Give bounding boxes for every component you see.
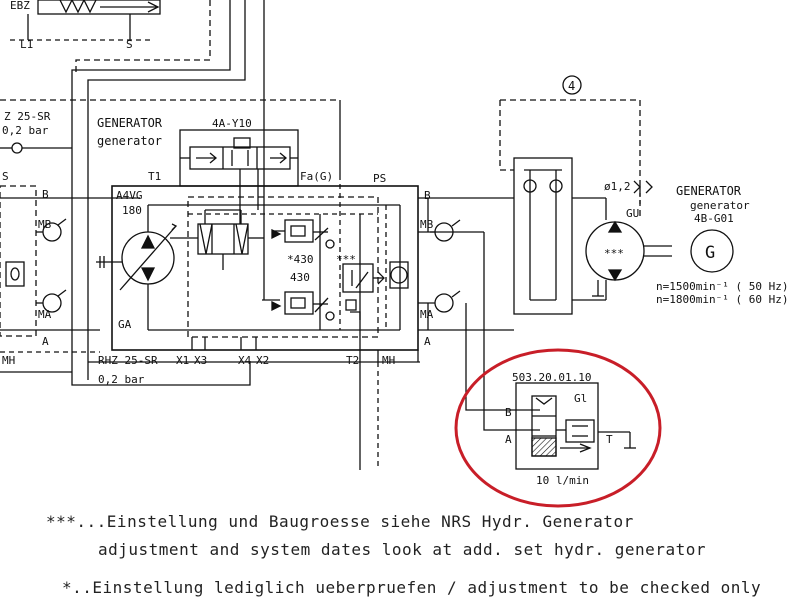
label-stars: ***	[336, 253, 356, 266]
label-gen-symbol: G	[705, 243, 715, 263]
ebz-component	[10, 0, 161, 41]
label-ps: PS	[373, 172, 386, 185]
label-speed-50: n=1500min⁻¹ ( 50 Hz)	[656, 280, 788, 293]
reference-circle	[562, 75, 582, 95]
label-port-b: B	[424, 189, 431, 202]
label-x4: X4	[238, 354, 252, 367]
label-size-180: 180	[122, 204, 142, 217]
label-port-a: A	[424, 335, 431, 348]
label-top-s: S	[126, 38, 133, 51]
label-left-ma: MA	[38, 308, 52, 321]
relief-valve-upper	[271, 219, 335, 249]
hydraulic-pump-icon	[96, 223, 178, 291]
label-t2: T2	[346, 354, 359, 367]
footnote-line-1: ***...Einstellung und Baugroesse siehe N…	[46, 512, 634, 531]
label-t1: T1	[148, 170, 161, 183]
label-fa-g: Fa(G)	[300, 170, 333, 183]
label-left-s: S	[2, 170, 9, 183]
label-left-mh: MH	[2, 354, 15, 367]
label-mh: MH	[382, 354, 395, 367]
main-lines	[88, 197, 540, 470]
label-gen-right-en: generator	[690, 199, 750, 212]
label-gen-title-de: GENERATOR	[97, 116, 163, 130]
label-left-b: B	[42, 188, 49, 201]
flushing-valve-503	[515, 382, 636, 470]
relief-valve-lower	[271, 291, 335, 321]
left-pump-fragment	[0, 185, 140, 373]
label-gen-right-de: GENERATOR	[676, 184, 742, 198]
label-part-number: 503.20.01.10	[512, 371, 591, 384]
label-gen-title-en: generator	[97, 134, 162, 148]
label-ga: GA	[118, 318, 132, 331]
label-valve-tag: 4A-Y10	[212, 117, 252, 130]
label-t-small: T	[606, 433, 613, 446]
pressure-gauge-ma	[418, 290, 461, 313]
pressure-cutoff-valve	[342, 263, 385, 320]
label-left-mb: MB	[38, 218, 52, 231]
label-mb: MB	[420, 218, 434, 231]
label-set-430-star: *430	[287, 253, 314, 266]
pilot-lines-top	[0, 0, 641, 386]
label-top-l1: L1	[20, 38, 33, 51]
label-ma: MA	[420, 308, 434, 321]
label-left-a: A	[42, 335, 49, 348]
label-rhz-bottom-2: 0,2 bar	[98, 373, 145, 386]
label-motor-stars: ***	[604, 247, 624, 260]
label-a-small: A	[505, 433, 512, 446]
label-circle-number: 4	[568, 79, 575, 93]
footnote-line-2: adjustment and system dates look at add.…	[98, 540, 706, 559]
check-valves-internal	[385, 205, 409, 330]
hydraulic-motor-icon	[585, 180, 672, 297]
label-rhz-left-2: 0,2 bar	[2, 124, 49, 137]
label-gl: Gl	[574, 392, 587, 405]
label-gu: GU	[626, 207, 639, 220]
label-rhz-bottom-1: RHZ 25-SR	[98, 354, 158, 367]
label-flow: 10 l/min	[536, 474, 589, 487]
label-x2: X2	[256, 354, 269, 367]
internal-lines	[147, 130, 401, 350]
highlight-ellipse	[454, 348, 662, 508]
check-valve-block	[513, 157, 607, 315]
label-rhz-left-1: Z 25-SR	[4, 110, 51, 123]
label-x3: X3	[194, 354, 207, 367]
label-set-430: 430	[290, 271, 310, 284]
servo-cylinder	[170, 209, 264, 270]
footnote-line-3: *..Einstellung lediglich ueberpruefen / …	[62, 578, 762, 597]
label-gen-right-tag: 4B-G01	[694, 212, 734, 225]
main-pump-housing	[111, 129, 419, 351]
label-top-ebz: EBZ	[10, 0, 30, 12]
generator-icon	[690, 229, 734, 273]
label-x1: X1	[176, 354, 189, 367]
label-b-small: B	[505, 406, 512, 419]
proportional-valve-4a-y10	[180, 137, 298, 185]
label-orifice: ø1,2	[604, 180, 631, 193]
label-speed-60: n=1800min⁻¹ ( 60 Hz)	[656, 293, 788, 306]
label-a4vg: A4VG	[116, 189, 143, 202]
